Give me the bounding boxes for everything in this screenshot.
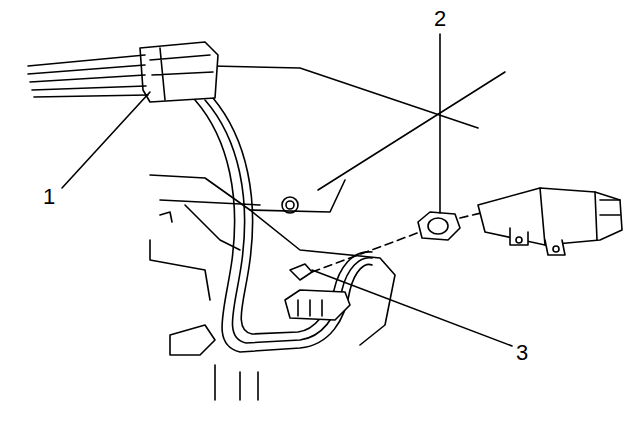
wire-bundle [195, 100, 372, 352]
actuator-module [478, 188, 622, 245]
panel-edge [212, 66, 478, 128]
clip-symbol [160, 212, 172, 222]
harness-connector [140, 42, 218, 102]
grommet [418, 212, 460, 240]
wire-bundle [213, 98, 372, 334]
panel-edge [215, 365, 258, 400]
leader-line [439, 34, 441, 213]
bracket-outline [160, 200, 260, 205]
leader-line [312, 270, 512, 346]
callout-number: 3 [516, 342, 528, 364]
bracket-outline [150, 175, 345, 212]
harness-connector [150, 48, 213, 100]
bracket-outline [185, 205, 240, 250]
wire-connector [285, 290, 350, 320]
wire-bundle [28, 55, 148, 97]
callout-number: 1 [43, 186, 55, 208]
actuator-module [540, 188, 620, 245]
mounting-tab [510, 228, 565, 255]
mounting-hole [286, 201, 294, 209]
bracket-outline [250, 210, 395, 345]
fastener [170, 325, 215, 355]
assembly-line [312, 232, 420, 272]
mounting-hole [282, 197, 298, 213]
mounting-tab [516, 237, 522, 243]
wire-connector [298, 300, 322, 316]
retainer-clip [290, 264, 312, 280]
leader-line [62, 92, 150, 188]
callout-number: 2 [434, 8, 446, 30]
bracket-outline [150, 240, 210, 300]
mounting-tab [553, 246, 559, 252]
wire-bundle [205, 100, 372, 343]
grommet [428, 218, 448, 234]
panel-edge [318, 72, 505, 190]
